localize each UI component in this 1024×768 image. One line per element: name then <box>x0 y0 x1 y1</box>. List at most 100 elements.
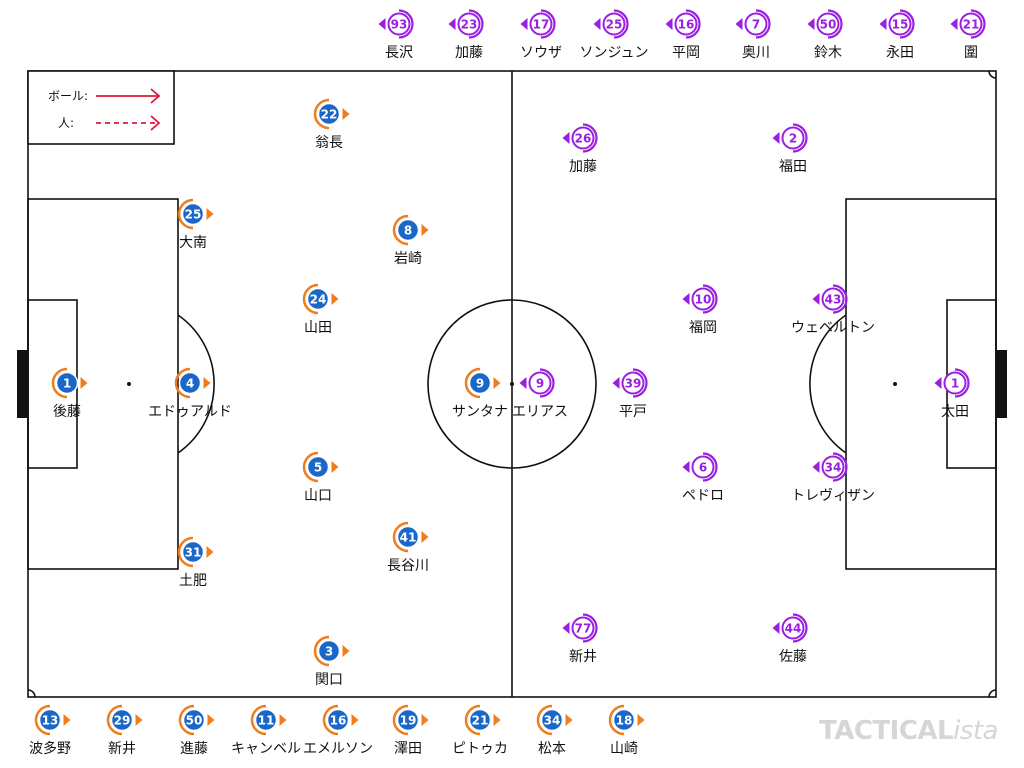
home-field-player[interactable]: 3関口 <box>313 635 350 688</box>
player-disc <box>468 708 492 732</box>
away-bench-player[interactable]: 7奥川 <box>735 9 771 62</box>
facing-ring <box>302 451 319 468</box>
facing-arrow-icon <box>772 132 780 144</box>
away-field-player[interactable]: 43 ウェベルトン <box>791 284 875 337</box>
player-number: 2 <box>789 131 797 145</box>
player-name: 岩崎 <box>394 251 422 267</box>
player-number: 4 <box>186 376 194 390</box>
facing-ring <box>313 113 330 130</box>
home-field-player[interactable]: 1後藤 <box>51 367 88 420</box>
player-name: ウェベルトン <box>791 320 875 336</box>
player-disc <box>781 616 805 640</box>
player-disc <box>326 708 350 732</box>
home-field-player[interactable]: 4 エドゥアルド <box>148 367 232 420</box>
facing-ring <box>392 704 409 721</box>
facing-ring <box>685 9 701 39</box>
left-penalty-arc <box>177 314 215 454</box>
player-disc <box>943 371 967 395</box>
facing-ring <box>34 704 51 721</box>
player-number: 9 <box>536 376 544 390</box>
player-name: エドゥアルド <box>148 404 232 420</box>
player-name: ピトゥカ <box>452 741 508 757</box>
facing-arrow-icon <box>203 377 211 389</box>
player-name: キャンベル <box>231 741 301 757</box>
away-field-player[interactable]: 1太田 <box>934 368 970 421</box>
facing-ring <box>392 521 409 538</box>
player-name: 山崎 <box>610 741 638 757</box>
facing-arrow-icon <box>80 377 88 389</box>
facing-arrow-icon <box>665 18 673 30</box>
facing-ring <box>302 283 319 300</box>
facing-ring <box>398 9 414 39</box>
facing-ring <box>464 382 481 399</box>
player-number: 7 <box>752 17 760 31</box>
facing-ring <box>954 368 970 398</box>
player-disc <box>816 12 840 36</box>
facing-arrow-icon <box>207 714 215 726</box>
player-disc <box>621 371 645 395</box>
facing-ring <box>608 719 625 736</box>
facing-ring <box>582 123 598 153</box>
facing-arrow-icon <box>879 18 887 30</box>
player-number: 16 <box>678 17 695 31</box>
player-number: 10 <box>695 292 712 306</box>
player-disc <box>38 708 62 732</box>
facing-arrow-icon <box>493 377 501 389</box>
player-number: 3 <box>325 644 333 658</box>
player-number: 15 <box>892 17 909 31</box>
away-bench-player[interactable]: 15 永田 <box>879 9 915 62</box>
legend: ボール: 人: <box>27 70 175 145</box>
player-name: 後藤 <box>53 404 81 420</box>
player-number: 6 <box>699 460 707 474</box>
home-field-player[interactable]: 5山口 <box>302 451 339 504</box>
player-number: 43 <box>825 292 842 306</box>
player-number: 50 <box>820 17 837 31</box>
player-name: 澤田 <box>394 741 422 757</box>
player-name: 長谷川 <box>387 558 429 574</box>
facing-ring <box>178 719 195 736</box>
facing-ring <box>702 284 718 314</box>
player-name: 山口 <box>304 488 332 504</box>
player-name: 大南 <box>179 235 207 251</box>
player-name: 永田 <box>886 45 914 61</box>
player-disc <box>602 12 626 36</box>
facing-ring <box>322 719 339 736</box>
player-disc <box>781 126 805 150</box>
facing-ring <box>536 719 553 736</box>
facing-arrow-icon <box>682 461 690 473</box>
player-disc <box>317 639 341 663</box>
home-field-player[interactable]: 8岩崎 <box>392 214 429 267</box>
away-field-player[interactable]: 2福田 <box>772 123 808 176</box>
away-bench-player[interactable]: 21圍 <box>950 9 986 62</box>
player-disc <box>457 12 481 36</box>
